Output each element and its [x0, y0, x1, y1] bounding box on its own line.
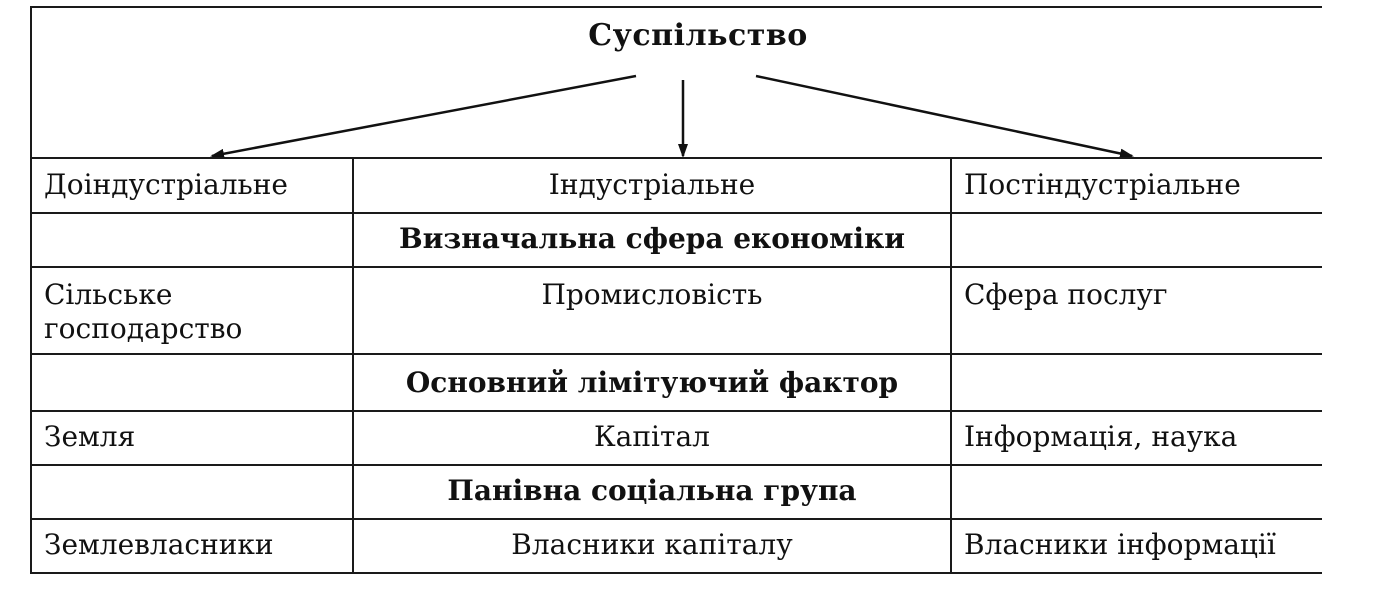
section-heading-limiting-factor: Основний лімітуючий фактор: [405, 366, 899, 399]
section-heading-social-group: Панівна соціальна група: [447, 474, 857, 507]
row-line-2: [30, 266, 1322, 268]
cell-preindustrial-economy-line1: Сільське: [44, 278, 173, 311]
cell-preindustrial-factor: Земля: [44, 420, 136, 453]
row-line-4: [30, 410, 1322, 412]
cell-postindustrial-economy: Сфера послуг: [964, 278, 1168, 311]
cell-industrial-group: Власники капіталу: [511, 528, 793, 561]
diagram-title: Суспільство: [588, 18, 808, 53]
header-postindustrial: Постіндустріальне: [964, 168, 1241, 201]
cell-postindustrial-factor: Інформація, наука: [964, 420, 1238, 453]
frame-bottom-border: [30, 572, 1322, 574]
cell-industrial-factor: Капітал: [594, 420, 710, 453]
cell-preindustrial-group: Землевласники: [44, 528, 274, 561]
cell-preindustrial-economy-line2: господарство: [44, 312, 243, 345]
arrow-to-postindustrial: [755, 74, 1134, 159]
cell-industrial-economy: Промисловість: [541, 278, 763, 311]
col-divider-1: [352, 157, 354, 574]
section-heading-economy: Визначальна сфера економіки: [398, 222, 906, 255]
cell-postindustrial-group: Власники інформації: [964, 528, 1276, 561]
row-line-header-top: [30, 157, 1322, 159]
row-line-5: [30, 464, 1322, 466]
col-divider-2: [950, 157, 952, 574]
arrow-to-preindustrial: [210, 74, 637, 159]
row-line-1: [30, 212, 1322, 214]
row-line-3: [30, 353, 1322, 355]
frame-top-border: [30, 6, 1322, 8]
header-preindustrial: Доіндустріальне: [44, 168, 288, 201]
row-line-6: [30, 518, 1322, 520]
header-industrial: Індустріальне: [548, 168, 756, 201]
frame-left-border: [30, 6, 32, 574]
